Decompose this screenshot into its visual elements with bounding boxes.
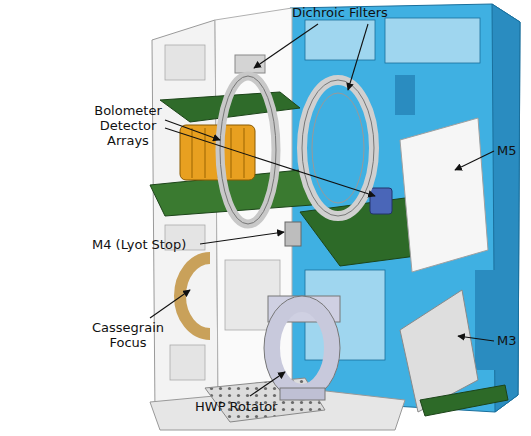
mirror-m5 xyxy=(400,118,488,272)
cassegrain-focus-mount xyxy=(180,258,210,334)
part-label: M5 xyxy=(497,143,527,158)
part-label: Cassegrain Focus xyxy=(92,320,164,350)
hwp-rotator xyxy=(264,296,340,400)
part-label: M3 xyxy=(497,333,527,348)
part-label: M4 (Lyot Stop) xyxy=(92,237,202,252)
mirror-m3 xyxy=(400,290,508,416)
part-label: Dichroic Filters xyxy=(292,5,432,20)
part-label: HWP Rotator xyxy=(195,399,305,414)
part-label: Bolometer Detector Arrays xyxy=(88,103,168,148)
lyot-stop xyxy=(285,222,301,246)
leader-lines xyxy=(150,24,494,396)
